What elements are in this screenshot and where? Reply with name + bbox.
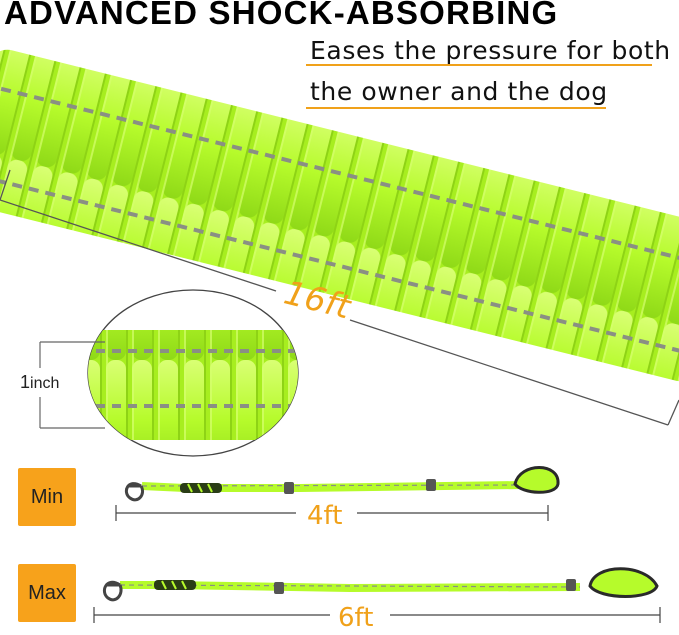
zoom-strap (88, 330, 298, 440)
width-unit: inch (30, 375, 60, 392)
subtitle-underline-1 (306, 64, 652, 66)
max-leash (103, 567, 659, 602)
min-leash (125, 466, 560, 502)
headline: ADVANCED SHOCK-ABSORBING (4, 0, 559, 31)
subtitle-line2: the owner and the dog (310, 77, 608, 106)
max-badge: Max (18, 564, 76, 622)
dimension-line-16ft (0, 169, 679, 426)
min-badge: Min (18, 468, 76, 526)
subtitle-line1: Eases the pressure for both (310, 36, 671, 65)
length-label-6ft: 6ft (338, 603, 374, 633)
width-num: 1 (20, 372, 31, 392)
main-strap (0, 49, 679, 382)
dimension-line-6ft (93, 607, 661, 623)
length-label-4ft: 4ft (307, 501, 343, 531)
width-label: 1inch (20, 372, 59, 393)
inch-bracket (39, 341, 105, 429)
dimension-line-4ft (115, 505, 549, 521)
subtitle-underline-2 (306, 107, 606, 109)
